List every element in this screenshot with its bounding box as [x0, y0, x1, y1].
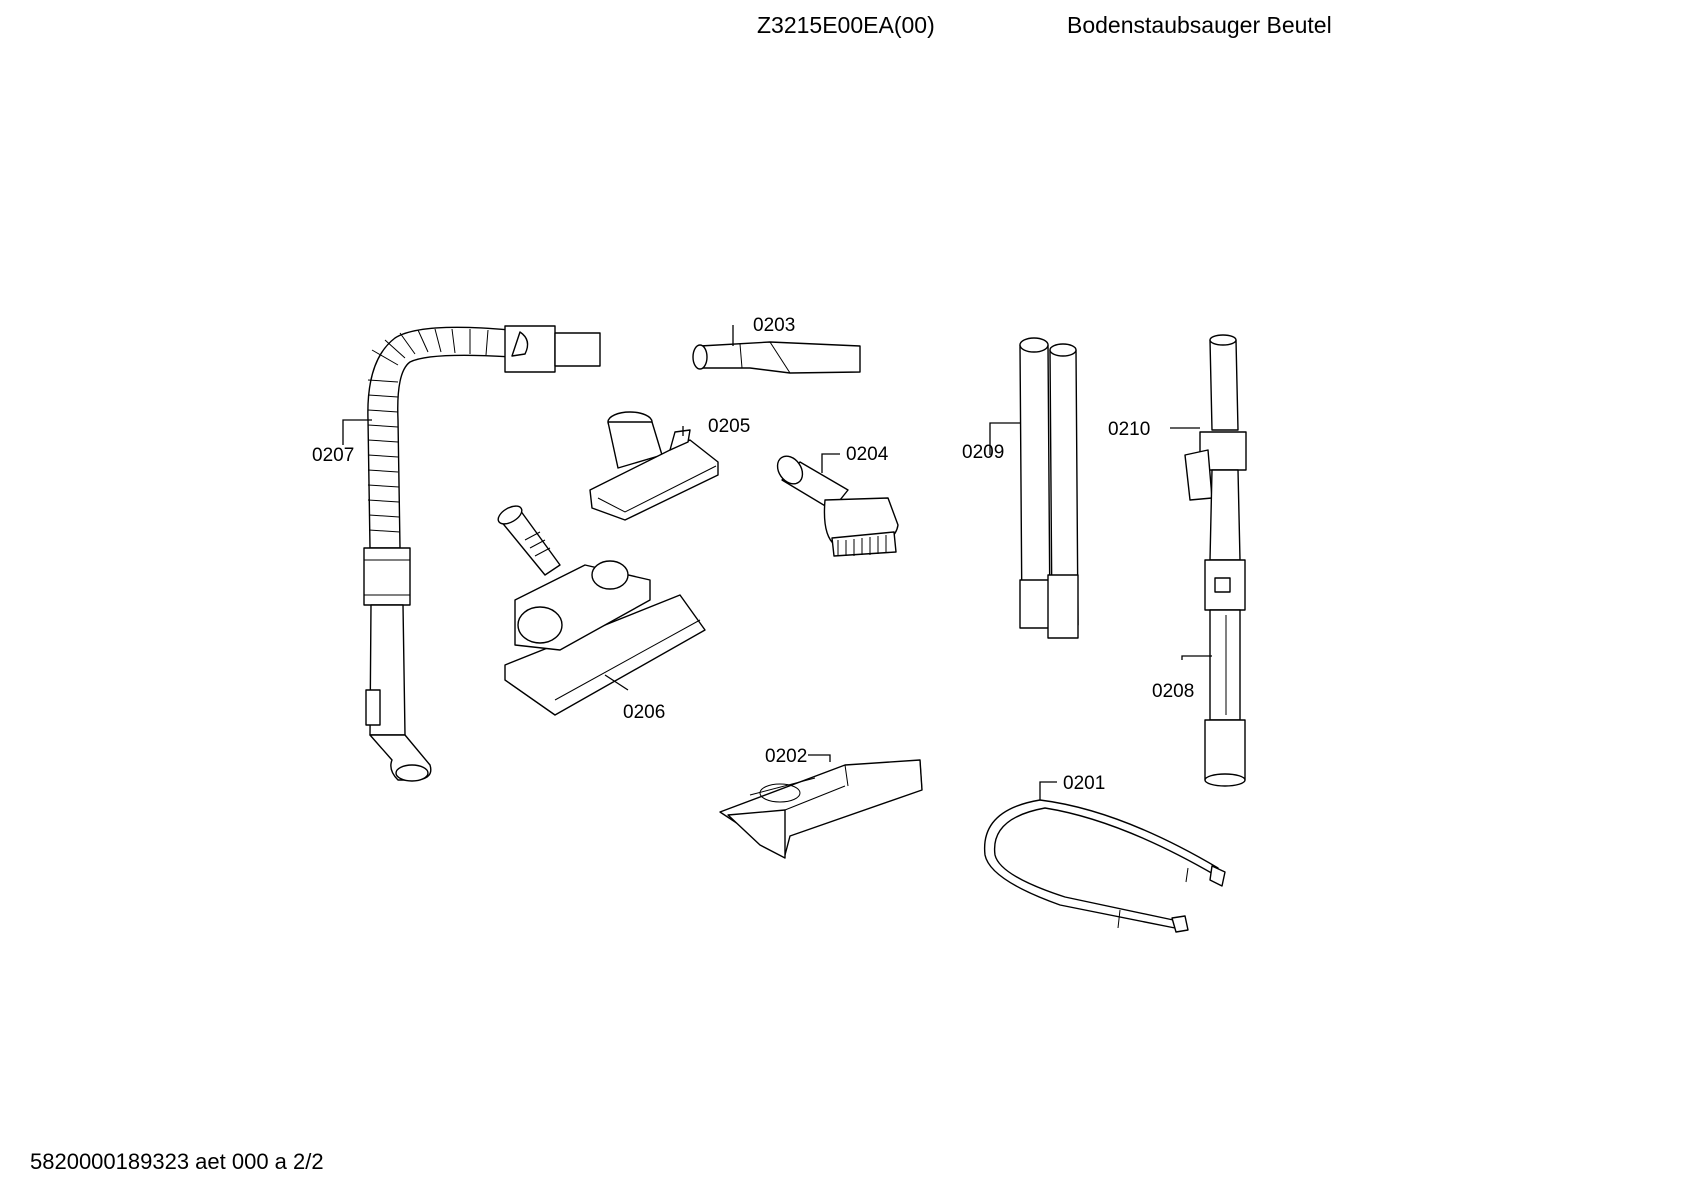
part-0208-telescopic-tube[interactable]: 0208 [1152, 469, 1246, 787]
part-0210-tube-clip[interactable]: 0210 [1108, 334, 1247, 501]
part-0205-upholstery-nozzle[interactable]: 0205 [589, 411, 750, 521]
label-0206: 0206 [623, 702, 665, 723]
part-0201-filter-strap[interactable]: 0201 [983, 773, 1226, 933]
appliance-description: Bodenstaubsauger Beutel [1067, 12, 1332, 38]
part-0203-crevice-nozzle[interactable]: 0203 [692, 315, 861, 374]
model-number: Z3215E00EA(00) [757, 12, 935, 38]
part-0207-suction-hose[interactable]: 0207 [312, 325, 601, 782]
label-0205: 0205 [708, 416, 750, 437]
part-0202-dust-bag[interactable]: 0202 [719, 746, 923, 859]
label-0203: 0203 [753, 315, 795, 336]
label-0208: 0208 [1152, 681, 1194, 702]
label-0201: 0201 [1063, 773, 1105, 794]
label-0210: 0210 [1108, 419, 1150, 440]
label-0209: 0209 [962, 442, 1004, 463]
label-0202: 0202 [765, 746, 807, 767]
label-0204: 0204 [846, 444, 889, 465]
label-0207: 0207 [312, 445, 354, 466]
part-0209-extension-tubes[interactable]: 0209 [962, 337, 1079, 639]
part-0206-floor-nozzle[interactable]: 0206 [495, 502, 706, 723]
document-footer: 5820000189323 aet 000 a 2/2 [30, 1149, 324, 1174]
part-0204-dusting-brush[interactable]: 0204 [772, 444, 899, 557]
